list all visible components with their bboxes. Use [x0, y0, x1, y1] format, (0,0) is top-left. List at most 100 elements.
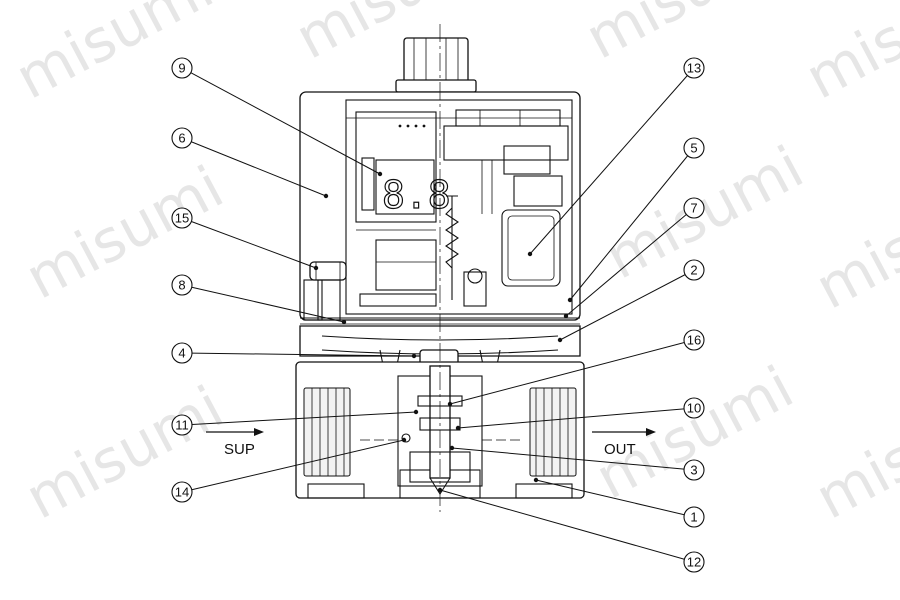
watermark-text: misumi: [15, 153, 234, 313]
callout-number: 11: [175, 418, 189, 433]
leader-line: [569, 155, 689, 301]
cover-bolt: [303, 261, 347, 321]
leader-line: [457, 408, 685, 429]
leader-line: [191, 352, 415, 357]
callout-number: 10: [687, 401, 701, 416]
watermark-text: misumi: [15, 373, 234, 533]
callout-number: 13: [687, 61, 701, 76]
leader-dot: [341, 319, 347, 325]
leader-line: [191, 411, 417, 425]
callout-number: 15: [175, 211, 189, 226]
leader-dot: [455, 425, 461, 431]
callout-number: 6: [178, 131, 185, 146]
leader-dot: [563, 313, 569, 319]
callout-circle: [683, 459, 705, 481]
callout-circle: [683, 259, 705, 281]
diaphragm-bonnet: [299, 325, 581, 371]
supply-label: SUP: [224, 441, 255, 458]
callout-number: 3: [690, 463, 697, 478]
callout-circle: [171, 342, 193, 364]
leader-dot: [449, 445, 455, 451]
callout-10: 10: [455, 397, 705, 431]
callout-9: 9: [171, 57, 383, 177]
callout-5: 5: [567, 137, 705, 303]
callout-circle: [171, 127, 193, 149]
leader-line: [529, 75, 688, 255]
callout-number: 5: [690, 141, 697, 156]
leader-line: [559, 274, 686, 341]
callout-circle: [171, 481, 193, 503]
callout-number: 8: [178, 278, 185, 293]
callout-number: 9: [178, 61, 185, 76]
callout-circle: [683, 329, 705, 351]
leader-dot: [437, 487, 443, 493]
callout-circle: [171, 274, 193, 296]
callout-12: 12: [437, 487, 705, 573]
callout-2: 2: [557, 259, 705, 343]
leader-dot: [411, 353, 417, 359]
sensor-block: [443, 109, 569, 307]
leader-line: [191, 141, 327, 197]
callout-6: 6: [171, 127, 329, 199]
callout-8: 8: [171, 274, 347, 325]
leader-dot: [323, 193, 329, 199]
callout-1: 1: [533, 477, 705, 528]
callout-circle: [683, 551, 705, 573]
leader-dot: [567, 297, 573, 303]
leader-line: [190, 72, 381, 175]
callout-number: 4: [178, 346, 185, 361]
leader-dot: [401, 437, 407, 443]
callout-number: 1: [690, 510, 697, 525]
callout-number: 12: [687, 555, 701, 570]
watermark-text: misumi: [795, 0, 900, 112]
supply-port: SUP: [206, 428, 264, 458]
callout-11: 11: [171, 409, 419, 436]
leader-dot: [447, 401, 453, 407]
callout-circle: [683, 57, 705, 79]
callout-circle: [683, 197, 705, 219]
outlet-label: OUT: [604, 441, 636, 458]
leader-dot: [527, 251, 533, 257]
solenoid-coil: [501, 209, 561, 287]
callout-3: 3: [449, 445, 705, 481]
leader-dot: [313, 265, 319, 271]
leader-dot: [377, 171, 383, 177]
leader-line: [565, 214, 687, 317]
callout-number: 14: [175, 485, 189, 500]
leader-line: [439, 489, 685, 560]
callout-circle: [171, 414, 193, 436]
leader-dot: [533, 477, 539, 483]
leader-line: [191, 221, 317, 269]
leader-dot: [557, 337, 563, 343]
callout-number: 2: [690, 263, 697, 278]
callout-14: 14: [171, 437, 407, 503]
leader-line: [191, 286, 345, 323]
callout-circle: [683, 506, 705, 528]
leader-dot: [413, 409, 419, 415]
callout-15: 15: [171, 207, 319, 271]
display-assembly: 8.8: [355, 111, 451, 307]
callout-4: 4: [171, 342, 417, 364]
display-digits: 8.8: [382, 173, 451, 217]
callout-circle: [683, 397, 705, 419]
leader-line: [535, 479, 685, 516]
watermark-text: misumi: [285, 0, 504, 72]
callout-13: 13: [527, 57, 705, 257]
callout-circle: [171, 207, 193, 229]
leader-line: [449, 342, 685, 405]
top-fitting: [395, 37, 477, 93]
leader-line: [191, 439, 405, 491]
watermark-text: misumi: [805, 163, 900, 323]
watermark-text: misumi: [575, 0, 794, 72]
callout-number: 16: [687, 333, 701, 348]
watermark-text: misumi: [5, 0, 224, 112]
callout-7: 7: [563, 197, 705, 319]
callout-number: 7: [690, 201, 697, 216]
callout-circle: [171, 57, 193, 79]
outlet-port: OUT: [592, 428, 656, 458]
watermark-text: misumi: [805, 373, 900, 533]
callout-16: 16: [447, 329, 705, 407]
